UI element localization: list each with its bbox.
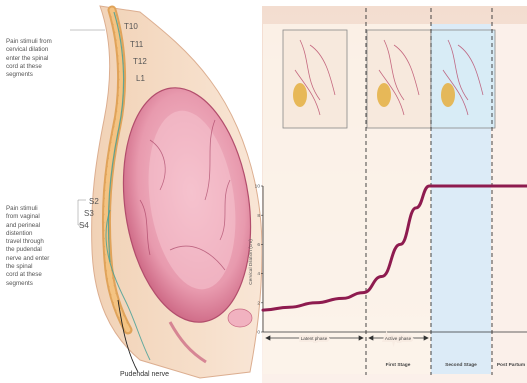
post-partum-label: Post Partum <box>497 362 525 368</box>
y-tick-label: 4 <box>257 271 260 277</box>
segment-t12: T12 <box>133 57 147 66</box>
y-tick-label: 10 <box>255 184 261 190</box>
segment-l1: L1 <box>136 74 145 83</box>
y-axis-label: Cervical Dilation (cm) <box>248 239 254 285</box>
latent-phase-label: Latent phase <box>301 336 328 341</box>
cervical-pain-label: Pain stimuli from cervical dilation ente… <box>6 38 52 79</box>
y-tick-label: 8 <box>257 213 260 219</box>
pudendal-nerve-label: Pudendal nerve <box>120 371 169 378</box>
active-phase-label: Active phase <box>385 336 412 341</box>
second-stage-label: Second Stage <box>445 362 477 368</box>
labor-stage-chart: 0 2 4 6 8 10 Cervical Dilation (cm) Latent ph… <box>248 6 527 383</box>
y-tick-label: 2 <box>257 300 260 306</box>
post-partum-band <box>491 24 527 374</box>
stage-inset-panels <box>283 30 495 128</box>
segment-t10: T10 <box>124 22 138 31</box>
segment-t11: T11 <box>130 40 143 49</box>
y-tick-label: 0 <box>257 330 260 336</box>
segment-s2: S2 <box>89 197 99 206</box>
anatomy-illustration <box>70 6 265 378</box>
segment-s3: S3 <box>84 209 94 218</box>
y-tick-label: 6 <box>257 242 260 248</box>
perineal-pain-label: Pain stimuli from vaginal and perineal d… <box>6 205 49 288</box>
first-stage-label: First Stage <box>386 362 411 368</box>
bladder <box>228 309 252 327</box>
segment-s4: S4 <box>79 221 89 230</box>
